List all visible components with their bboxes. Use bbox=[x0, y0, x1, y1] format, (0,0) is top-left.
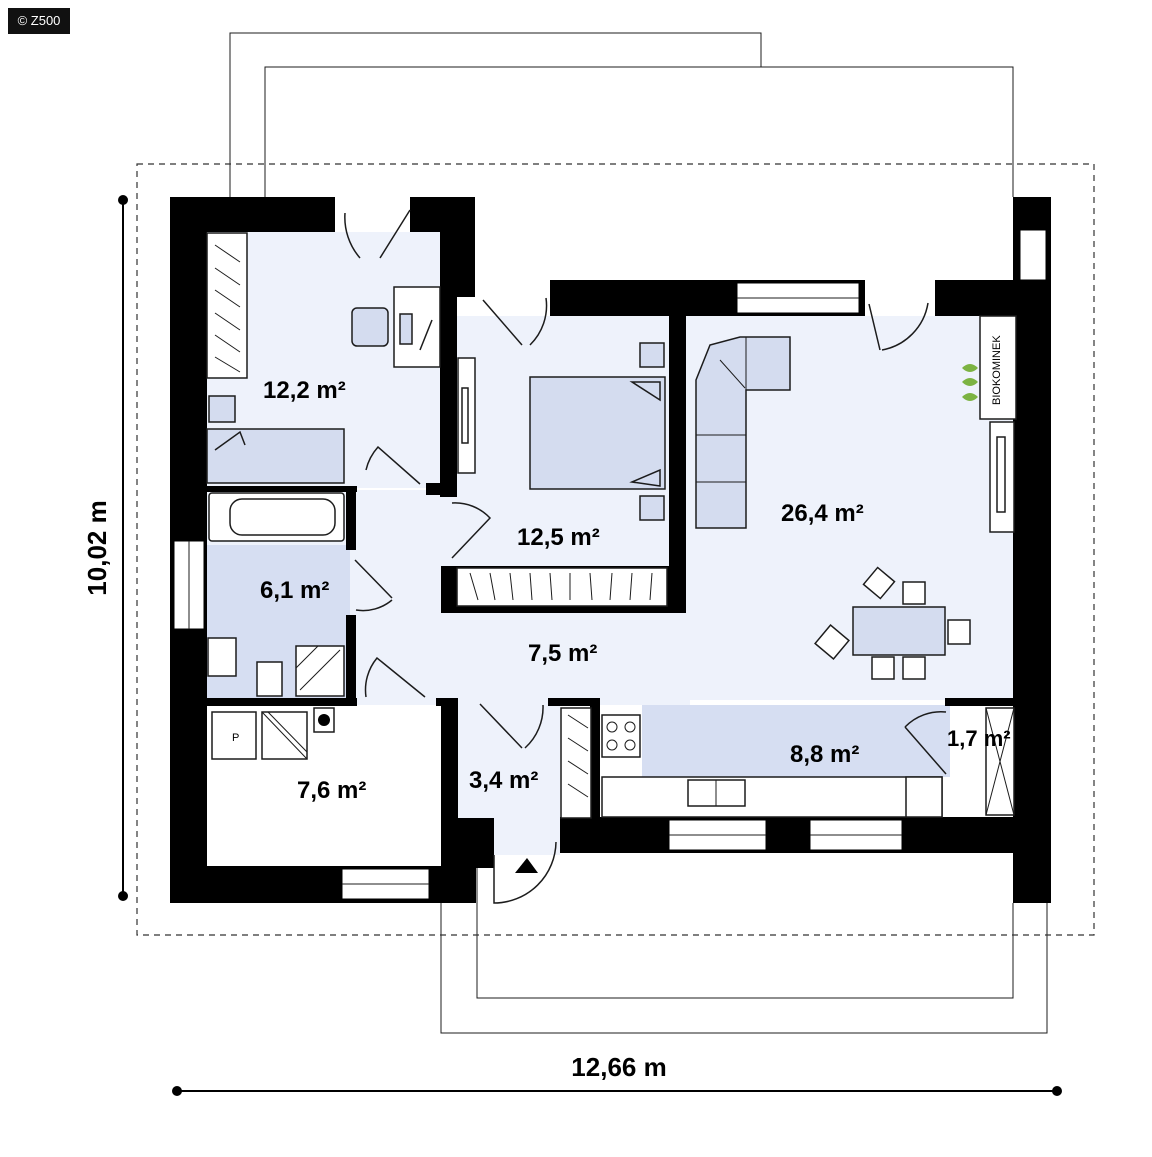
fireplace-label: BIOKOMINEK bbox=[991, 335, 1003, 405]
room-labels: 12,2 m² 12,5 m² 26,4 m² 6,1 m² 7,5 m² 7,… bbox=[260, 377, 1011, 804]
room-area-pantry: 1,7 m² bbox=[947, 726, 1011, 751]
boiler-label: P bbox=[232, 732, 239, 744]
room-area-hall: 7,5 m² bbox=[528, 640, 597, 667]
room-area-entry: 3,4 m² bbox=[469, 767, 538, 794]
room-area-bedroom-2: 12,5 m² bbox=[517, 524, 600, 551]
room-area-bathroom: 6,1 m² bbox=[260, 577, 329, 604]
room-area-living: 26,4 m² bbox=[781, 500, 864, 527]
height-dimension: 10,02 m bbox=[82, 500, 112, 595]
room-area-boiler: 7,6 m² bbox=[297, 777, 366, 804]
floors bbox=[205, 232, 1016, 866]
room-area-kitchen: 8,8 m² bbox=[790, 741, 859, 768]
windows bbox=[173, 229, 1047, 900]
room-area-bedroom-1: 12,2 m² bbox=[263, 377, 346, 404]
watermark-badge: © Z500 bbox=[8, 8, 70, 34]
doors bbox=[344, 209, 947, 904]
dimension-lines: 10,02 m 12,66 m bbox=[82, 195, 1062, 1096]
roof-outlines bbox=[136, 32, 1095, 1034]
width-dimension: 12,66 m bbox=[571, 1052, 666, 1082]
furniture: P BIOKOMINEK bbox=[206, 232, 1017, 819]
